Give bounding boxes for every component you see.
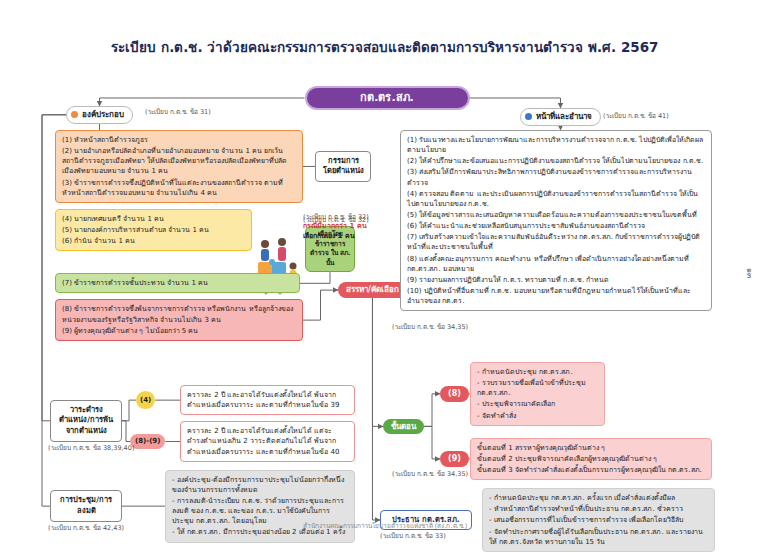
node-text: ขั้นตอนที่ 3 จัดทำร่างคำสั่งแต่งตั้งเป็น… — [477, 465, 705, 475]
node-text: (10) ปฏิบัติหน้าที่อื่นตามที่ ก.ต.ช. มอบ… — [407, 286, 705, 306]
duty-box: (1) รับแนวทางและนโยบายการพัฒนาและการบริห… — [400, 130, 712, 311]
node-text: วาระดำรงตำแหน่ง/การพ้นจากตำแหน่ง — [57, 405, 115, 438]
note-label: (ระเบียบ ก.ต.ช. ข้อ 41) — [603, 112, 669, 120]
member-box: (8) ข้าราชการตำรวจซึ่งพ้นจากราชการตำรวจ … — [55, 299, 303, 340]
connector — [155, 400, 180, 401]
member-box: (7) ข้าราชการตำรวจชั้นประทวน จำนวน 1 คน — [55, 273, 300, 293]
chair-box: - กำหนดนัดประชุม กต.ตร.สภ. ครั้งแรก เมื่… — [482, 488, 715, 552]
node-text: (3) ส่งเสริมให้มีการพัฒนาประสิทธิภาพการป… — [407, 167, 705, 187]
connector — [122, 421, 130, 442]
node-text: (9) — [448, 453, 461, 465]
node-text: (4) ตรวจสอบ ติดตาม และประเมินผลการปฏิบัต… — [407, 189, 705, 209]
node-text: (6) กำนัน จำนวน 1 คน — [62, 236, 245, 246]
node-text: - การลงมติ-นำระเบียบ ก.ต.ช. ว่าด้วยการปร… — [172, 496, 348, 526]
node-text: (9) ผู้ทรงคุณวุฒิด้านต่าง ๆ ไม่น้อยกว่า … — [62, 326, 296, 336]
callout-number: (8) — [440, 386, 469, 402]
branch-pill: องค์ประกอบ — [66, 106, 133, 124]
node-text: (3) ข้าราชการตำรวจซึ่งปฏิบัติหน้าที่ในแต… — [62, 178, 296, 198]
connector — [300, 272, 330, 283]
node-text: การประชุม/การลงมติ — [57, 495, 115, 517]
node-text: (4) นายกเทศมนตรี จำนวน 1 คน — [62, 214, 245, 224]
root-pill: กต.ตร.สภ. — [305, 86, 470, 110]
term-text: คราวละ 2 ปี และอาจได้รับแต่งตั้งใหม่ได้ … — [180, 421, 355, 461]
term-box: วาระดำรงตำแหน่ง/การพ้นจากตำแหน่ง — [50, 400, 122, 443]
node-text: (1) หัวหน้าสถานีตำรวจภูธร — [62, 135, 296, 145]
node-text: (8)-(9) — [135, 436, 160, 446]
step-pill: ขั้นตอน — [383, 419, 424, 435]
node-text: (6) ให้คำแนะนำและช่วยเหลือสนับสนุนการประ… — [407, 221, 705, 231]
node-text: (8) แต่งตั้งคณะอนุกรรมการ คณะทำงาน หรือท… — [407, 254, 705, 274]
connector — [424, 394, 440, 427]
connector — [424, 426, 440, 459]
callout-number: (9) — [440, 451, 469, 467]
connector — [303, 290, 338, 320]
meeting-box: การประชุม/การลงมติ — [50, 490, 122, 522]
note-label: (ระเบียบ ก.ต.ช. ข้อ 38,39,40) — [48, 444, 134, 452]
node-text: (4) — [140, 395, 151, 405]
node-text: คราวละ 2 ปี และอาจได้รับแต่งตั้งใหม่ได้ … — [187, 390, 348, 410]
node-text: - เสนอชื่อกรรมการที่ไม่เป็นข้าราชการตำรว… — [489, 515, 708, 525]
node-text: (5) ให้ข้อมูลข่าวสารและเสนอปัญหาความเดือ… — [407, 210, 705, 220]
node-text: - ประชุมพิจารณาคัดเลือก — [477, 399, 598, 409]
node-text: ขั้นตอนที่ 2 ประชุมพิจารณาคัดเลือกผู้ทรง… — [477, 454, 705, 464]
node-text: หน้าที่และอำนาจ — [536, 111, 592, 123]
note-label: (ระเบียบ ก.ต.ช. ข้อ 34,35) — [392, 470, 468, 478]
meeting-text: - องค์ประชุม-ต้องมีกรรมการมาประชุมไม่น้อ… — [165, 470, 355, 543]
node-text: - กำหนดนัดประชุม กต.ตร.สภ. — [477, 367, 598, 377]
branch-pill: หน้าที่และอำนาจ — [520, 108, 601, 126]
node-text: (2) ให้คำปรึกษาและข้อเสนอแนะการปฏิบัติงา… — [407, 156, 705, 166]
node-text: กต.ตร.สภ. — [313, 90, 462, 106]
connector — [165, 441, 180, 442]
note-label: ๑๓ — [744, 268, 754, 278]
node-text: (2) นายอำเภอหรือปลัดอำเภอที่นายอำเภอมอบห… — [62, 146, 296, 176]
node-text: ขั้นตอนที่ 1 สรรหาผู้ทรงคุณวุฒิด้านต่าง … — [477, 443, 705, 453]
note-label: สำนักงานคณะกรรมการนโยบายตำรวจแห่งชาติ (ส… — [303, 522, 467, 530]
node-text: องค์ประกอบ — [82, 109, 124, 121]
step-box: ขั้นตอนที่ 1 สรรหาผู้ทรงคุณวุฒิด้านต่าง … — [470, 438, 712, 480]
connector — [372, 298, 380, 520]
node-text: - กำหนดนัดประชุม กต.ตร.สภ. ครั้งแรก เมื่… — [489, 493, 708, 503]
process-pill: สรรหา/คัดเลือก — [338, 282, 407, 298]
node-text: (8) — [448, 388, 461, 400]
node-text: กรรมการโดยตำแหน่ง — [322, 156, 364, 178]
note-label: (ระเบียบ ก.ต.ช. ข้อ 34,35) — [392, 323, 468, 331]
node-text: สรรหา/คัดเลือก — [346, 284, 399, 296]
member-box: (1) หัวหน้าสถานีตำรวจภูธร(2) นายอำเภอหรื… — [55, 130, 303, 203]
note-label: (ระเบียบ ก.ต.ช. ข้อ 32) — [303, 216, 369, 224]
connector — [372, 298, 383, 426]
node-text: - จัดทำประกาศรายชื่อผู้ได้รับเลือกเป็นปร… — [489, 527, 708, 547]
title: ระเบียบ ก.ต.ช. ว่าด้วยคณะกรรมการตรวจสอบแ… — [0, 36, 770, 58]
connector — [122, 506, 165, 507]
note-label: (ระเบียบ ก.ต.ช. ข้อ 42,43) — [48, 524, 124, 532]
node-text: คราวละ 2 ปี และอาจได้รับแต่งตั้งใหม่ได้ … — [187, 426, 348, 456]
note-label: (ระเบียบ ก.ต.ช. ข้อ 31) — [145, 108, 211, 116]
callout-number: (4) — [136, 391, 155, 409]
connector — [470, 98, 561, 108]
callout-number: (8)-(9) — [130, 434, 165, 448]
group-box: กรรมการโดยตำแหน่ง — [315, 151, 371, 183]
node-text: - องค์ประชุม-ต้องมีกรรมการมาประชุมไม่น้อ… — [172, 475, 348, 495]
term-text: คราวละ 2 ปี และอาจได้รับแต่งตั้งใหม่ได้ … — [180, 385, 355, 415]
note-label: (ระเบียบ ก.ต.ช. ข้อ 33) — [380, 532, 446, 540]
connector — [122, 400, 136, 421]
node-text: ขั้นตอน — [391, 421, 416, 433]
node-text: (5) นายกองค์การบริหารส่วนตำบล จำนวน 1 คน — [62, 225, 245, 235]
note-label: เลือกกันเอง 1 คน — [303, 232, 355, 241]
node-text: - รวบรวมรายชื่อเพื่อนำเข้าที่ประชุม กต.ต… — [477, 378, 598, 398]
node-text: (1) รับแนวทางและนโยบายการพัฒนาและการบริห… — [407, 135, 705, 155]
node-text: (9) รายงานผลการปฏิบัติงานให้ ก.ต.ร. ทราบ… — [407, 275, 705, 285]
member-box: (4) นายกเทศมนตรี จำนวน 1 คน(5) นายกองค์ก… — [55, 209, 252, 251]
node-text: - จัดทำคำสั่ง — [477, 411, 598, 421]
step-box: - กำหนดนัดประชุม กต.ตร.สภ.- รวบรวมรายชื่… — [470, 362, 605, 426]
node-text: - หัวหน้าสถานีตำรวจทำหน้าที่เป็นประธาน ก… — [489, 504, 708, 514]
connector — [100, 98, 305, 106]
node-text: (7) เสริมสร้างความเข้าใจและความสัมพันธ์อ… — [407, 232, 705, 252]
connector — [303, 166, 315, 167]
node-text: (8) ข้าราชการตำรวจซึ่งพ้นจากราชการตำรวจ … — [62, 304, 296, 324]
node-text: (7) ข้าราชการตำรวจชั้นประทวน จำนวน 1 คน — [62, 278, 293, 288]
